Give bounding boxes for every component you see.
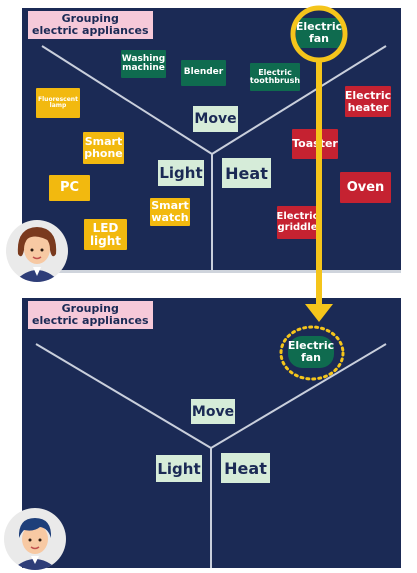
board-bottom-edge bbox=[22, 270, 401, 273]
card-fluorescent-lamp[interactable]: Fluorescent lamp bbox=[36, 88, 80, 118]
board-top: Grouping electric appliances Move Light … bbox=[22, 8, 401, 272]
board-title: Grouping electric appliances bbox=[28, 301, 153, 329]
student-icon bbox=[12, 518, 58, 570]
teacher-icon bbox=[14, 227, 60, 282]
divider-lines bbox=[35, 343, 387, 568]
category-light: Light bbox=[156, 455, 202, 482]
card-washing-machine[interactable]: Washing machine bbox=[121, 50, 166, 78]
teacher-avatar bbox=[6, 220, 68, 282]
card-electric-griddle[interactable]: Electric griddle bbox=[276, 206, 319, 239]
card-electric-fan[interactable]: Electric fan bbox=[296, 18, 342, 48]
card-smartphone[interactable]: Smart phone bbox=[83, 132, 124, 164]
card-smartwatch[interactable]: Smart watch bbox=[150, 198, 190, 226]
board-title: Grouping electric appliances bbox=[28, 11, 153, 39]
category-heat: Heat bbox=[222, 158, 271, 188]
category-light: Light bbox=[158, 160, 204, 186]
student-avatar bbox=[4, 508, 66, 570]
card-electric-toothbrush[interactable]: Electric toothbrush bbox=[250, 63, 300, 91]
card-toaster[interactable]: Toaster bbox=[292, 129, 338, 159]
category-heat: Heat bbox=[221, 453, 270, 483]
card-oven[interactable]: Oven bbox=[340, 172, 391, 203]
card-blender[interactable]: Blender bbox=[181, 60, 226, 86]
divider-lines bbox=[41, 45, 387, 272]
card-electric-fan-placed[interactable]: Electric fan bbox=[288, 336, 334, 368]
card-electric-heater[interactable]: Electric heater bbox=[345, 86, 391, 117]
board-bottom: Grouping electric appliances Move Light … bbox=[22, 298, 401, 568]
card-pc[interactable]: PC bbox=[49, 175, 90, 201]
category-move: Move bbox=[191, 399, 235, 424]
card-led-light[interactable]: LED light bbox=[84, 219, 127, 250]
category-move: Move bbox=[193, 106, 238, 132]
